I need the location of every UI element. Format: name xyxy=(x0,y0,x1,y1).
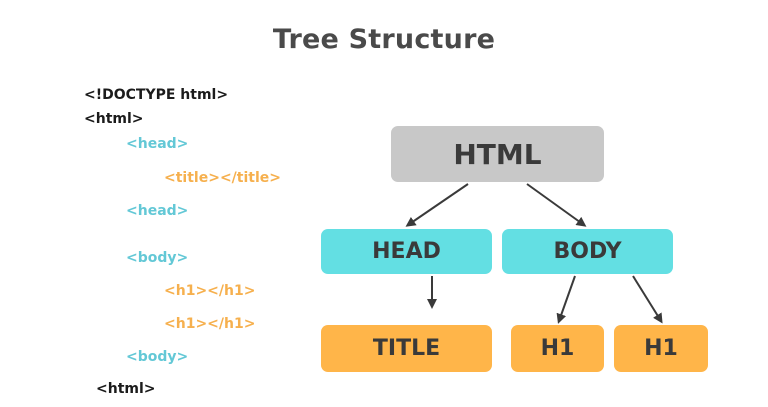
node-h1-left: H1 xyxy=(511,325,604,372)
edge-html-to-head xyxy=(405,183,469,227)
code-line-body-open: <body> xyxy=(126,250,189,266)
node-head: HEAD xyxy=(321,229,492,274)
edge-body-to-h1-right xyxy=(632,275,663,324)
code-line-html-close: <html> xyxy=(96,381,156,397)
diagram-title: Tree Structure xyxy=(272,24,496,55)
edge-html-to-body xyxy=(526,183,587,227)
code-line-title: <title></title> xyxy=(164,170,281,186)
code-line-h1-second: <h1></h1> xyxy=(164,316,256,332)
code-line-html-open: <html> xyxy=(84,111,144,127)
code-line-head-close: <head> xyxy=(126,203,189,219)
node-html: HTML xyxy=(391,126,604,182)
node-h1-right: H1 xyxy=(614,325,708,372)
code-line-h1-first: <h1></h1> xyxy=(164,283,256,299)
code-line-doctype: <!DOCTYPE html> xyxy=(84,87,229,103)
node-title: TITLE xyxy=(321,325,492,372)
code-line-head-open: <head> xyxy=(126,136,189,152)
edge-body-to-h1-left xyxy=(556,275,576,324)
node-body: BODY xyxy=(502,229,673,274)
code-line-body-close: <body> xyxy=(126,349,189,365)
